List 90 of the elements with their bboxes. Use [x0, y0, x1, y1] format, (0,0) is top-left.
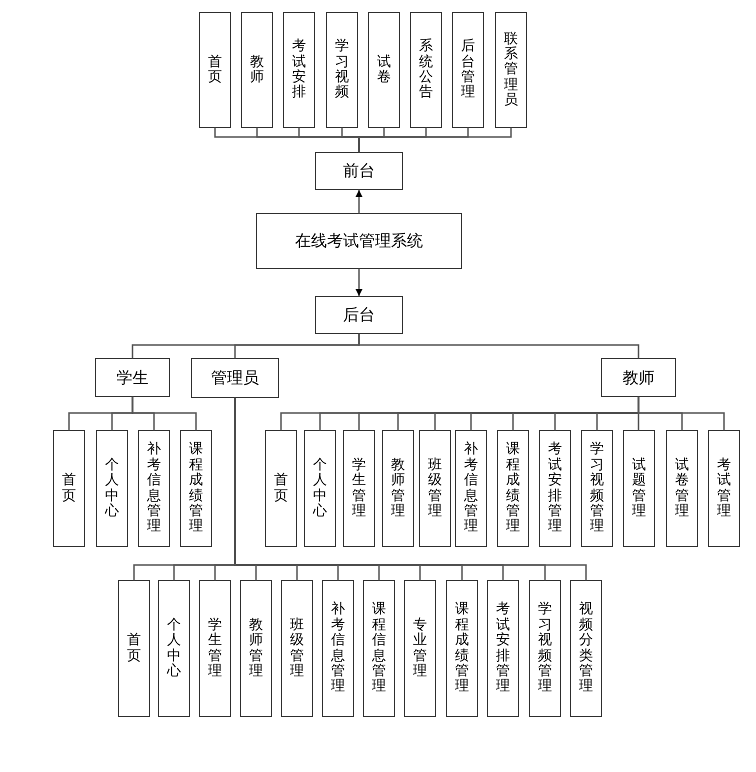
menu-box [708, 430, 740, 547]
node-label: 教师 [622, 366, 654, 388]
module-box [601, 358, 676, 397]
menu-box [570, 580, 602, 717]
menu-box [96, 430, 128, 547]
node-label: 联系管理员 [504, 32, 518, 108]
node-label: 考试安排管理 [548, 442, 562, 535]
arrow [356, 269, 362, 296]
node-label: 课程成绩管理 [455, 602, 469, 695]
menu-box [281, 580, 313, 717]
node-label: 首页 [274, 473, 288, 504]
menu-box [666, 430, 698, 547]
node-label: 个人中心 [167, 618, 181, 680]
connector-line [638, 397, 725, 430]
node-label: 试卷管理 [675, 458, 689, 520]
node-label: 学生管理 [208, 618, 222, 680]
node-label: 学习视频 [335, 39, 349, 101]
menu-box [452, 12, 484, 128]
menu-box [240, 580, 272, 717]
node-label: 后台管理 [461, 39, 475, 101]
node-label: 课程成绩管理 [506, 442, 520, 535]
menu-box [322, 580, 354, 717]
node-label: 学习视频管理 [538, 602, 552, 695]
menu-box [410, 12, 442, 128]
node-label: 考试安排管理 [496, 602, 510, 695]
node-label: 教师 [250, 54, 264, 86]
menu-box [304, 430, 336, 547]
node-label: 教师管理 [391, 458, 405, 520]
node-label: 班级管理 [428, 458, 442, 520]
menu-box [623, 430, 655, 547]
menu-box [283, 12, 315, 128]
node-label: 学生管理 [352, 458, 366, 520]
module-box [315, 152, 403, 190]
menu-box [118, 580, 150, 717]
menu-box [241, 12, 273, 128]
menu-box [382, 430, 414, 547]
menu-box [404, 580, 436, 717]
node-label: 试卷 [377, 54, 391, 86]
menu-box [495, 12, 527, 128]
menu-box [497, 430, 529, 547]
node-label: 学习视频管理 [590, 442, 604, 535]
menu-box [326, 12, 358, 128]
menu-box [539, 430, 571, 547]
menu-box [581, 430, 613, 547]
menu-box [138, 430, 170, 547]
node-label: 补考信息管理 [331, 602, 345, 695]
arrow [356, 190, 362, 213]
node-label: 首页 [62, 473, 76, 504]
menu-box [419, 430, 451, 547]
menu-box [158, 580, 190, 717]
node-label: 学生 [116, 366, 148, 388]
node-label: 管理员 [211, 367, 259, 389]
node-label: 后台 [343, 304, 375, 326]
node-label: 课程信息管理 [372, 602, 386, 695]
menu-box [53, 430, 85, 547]
node-label: 课程成绩管理 [189, 442, 203, 535]
menu-box [487, 580, 519, 717]
node-label: 考试安排 [292, 39, 306, 101]
menu-box [199, 12, 231, 128]
node-label: 考试管理 [717, 458, 731, 520]
node-label: 前台 [343, 160, 375, 182]
module-box [315, 296, 403, 334]
node-label: 个人中心 [105, 458, 119, 520]
menu-box [265, 430, 297, 547]
node-label: 补考信息管理 [464, 442, 478, 535]
node-label: 专业管理 [413, 618, 427, 680]
node-label: 首页 [127, 633, 141, 664]
menu-box [363, 580, 395, 717]
node-label: 班级管理 [290, 618, 304, 680]
menu-box [529, 580, 561, 717]
menu-box [180, 430, 212, 547]
node-label: 在线考试管理系统 [295, 230, 423, 252]
node-label: 系统公告 [419, 39, 433, 101]
module-box [191, 358, 279, 398]
node-label: 补考信息管理 [147, 442, 161, 535]
module-box [95, 358, 170, 397]
menu-box [199, 580, 231, 717]
module-box [256, 213, 462, 269]
connector-line [132, 397, 197, 430]
node-label: 视频分类管理 [579, 602, 593, 695]
menu-box [368, 12, 400, 128]
node-label: 教师管理 [249, 618, 263, 680]
menu-box [343, 430, 375, 547]
connector-line [358, 128, 512, 152]
menu-box [455, 430, 487, 547]
connector-line [358, 334, 640, 358]
node-label: 首页 [208, 54, 222, 86]
menu-box [446, 580, 478, 717]
node-label: 试题管理 [632, 458, 646, 520]
node-label: 个人中心 [313, 458, 327, 520]
